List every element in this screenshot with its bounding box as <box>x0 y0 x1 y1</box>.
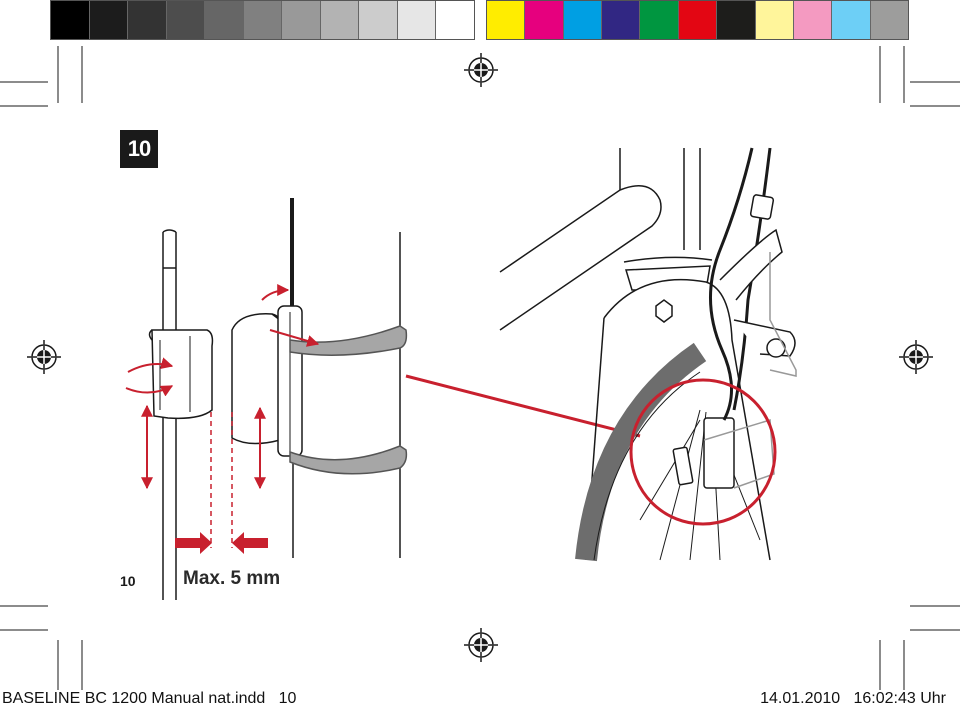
process-color-swatch <box>755 1 794 39</box>
step-number-badge: 10 <box>120 130 158 168</box>
process-color-swatch <box>870 1 908 39</box>
gray-swatch <box>128 1 167 39</box>
registration-mark-right <box>899 340 933 374</box>
registration-mark-left <box>27 340 61 374</box>
gap-indicator-arrows <box>175 532 268 554</box>
adjustment-arrows <box>125 284 320 548</box>
gray-swatch <box>436 1 475 39</box>
page-number: 10 <box>120 573 136 589</box>
fork-sensor-illustration <box>231 198 408 558</box>
process-color-swatch <box>487 1 526 39</box>
registration-mark-bottom <box>464 628 498 662</box>
process-color-swatch <box>602 1 641 39</box>
process-color-swatch <box>525 1 564 39</box>
gray-swatch <box>359 1 398 39</box>
process-color-swatch <box>678 1 718 39</box>
bicycle-fork-illustration <box>499 147 797 562</box>
gray-swatch <box>205 1 244 39</box>
process-color-swatch <box>640 1 679 39</box>
process-color-bar <box>486 0 909 40</box>
footer-timestamp: 14.01.2010 16:02:43 Uhr <box>760 690 946 707</box>
gray-swatch <box>89 1 129 39</box>
footer-file-info: BASELINE BC 1200 Manual nat.indd 10 <box>2 690 297 707</box>
process-color-swatch <box>563 1 603 39</box>
process-color-swatch <box>793 1 833 39</box>
crop-marks <box>0 46 960 690</box>
process-color-swatch <box>717 1 756 39</box>
gray-swatch <box>243 1 283 39</box>
callout-line <box>405 374 641 438</box>
grayscale-color-bar <box>50 0 475 40</box>
gray-swatch <box>282 1 321 39</box>
dimension-label: Max. 5 mm <box>183 568 281 589</box>
sensor-highlight-circle <box>629 378 777 526</box>
process-color-swatch <box>832 1 871 39</box>
gray-swatch <box>51 1 90 39</box>
registration-mark-top <box>464 53 498 87</box>
gray-swatch <box>166 1 206 39</box>
gray-swatch <box>397 1 437 39</box>
gray-swatch <box>320 1 360 39</box>
